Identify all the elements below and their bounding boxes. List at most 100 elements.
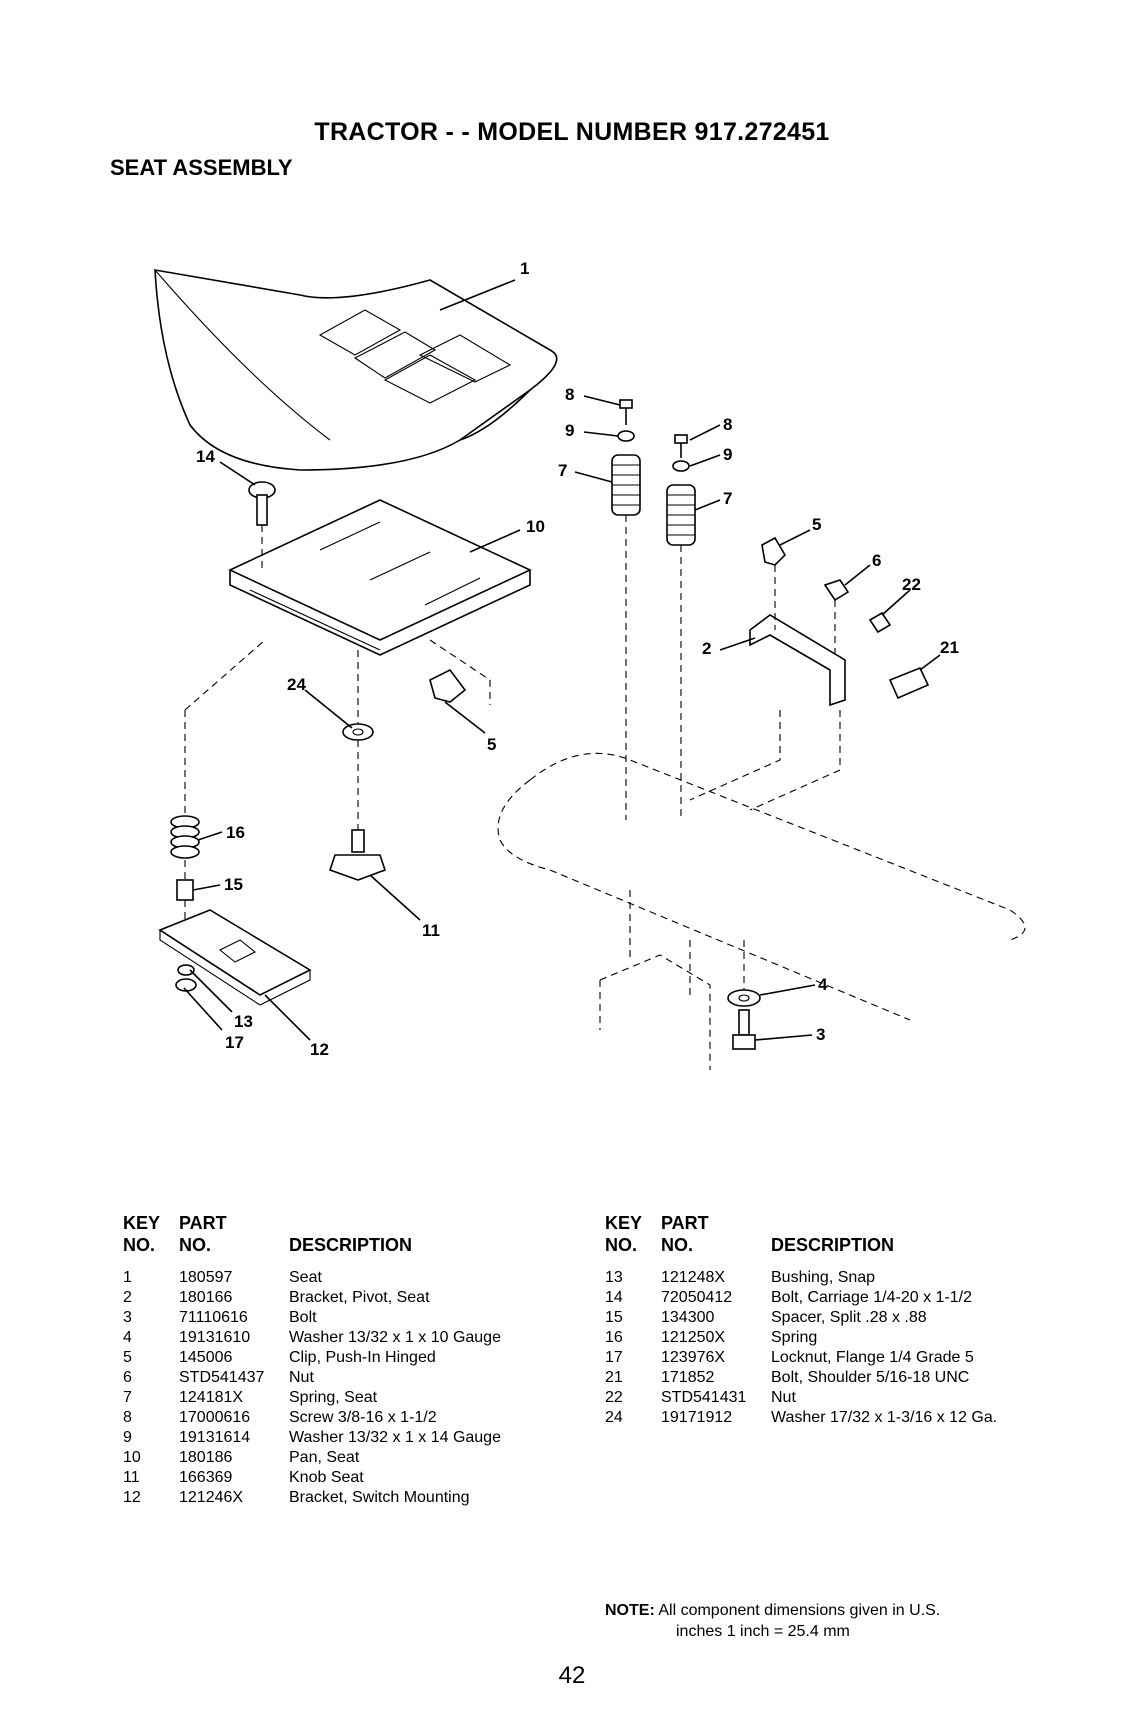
clip-left-part (429, 639, 491, 705)
part-no-cell: 166369 (179, 1469, 233, 1486)
note-label: NOTE: (605, 1602, 655, 1619)
callout-1: 1 (520, 259, 529, 278)
key-no-cell: 24 (605, 1409, 623, 1426)
part-no-cell: 121246X (179, 1489, 244, 1506)
switch-bracket-part (158, 909, 312, 1006)
part-no-cell: STD541437 (179, 1369, 265, 1386)
part-no-cell: 145006 (179, 1349, 233, 1366)
key-no-cell: 22 (605, 1389, 623, 1406)
description-cell: Clip, Push-In Hinged (289, 1349, 436, 1366)
description-cell: Locknut, Flange 1/4 Grade 5 (771, 1349, 974, 1366)
callout-9-right: 9 (723, 445, 732, 464)
key-no-cell: 11 (123, 1469, 140, 1486)
spring-16-part (170, 815, 200, 859)
callout-9-left: 9 (565, 421, 574, 440)
table-header-row: KEY PART (123, 1212, 583, 1234)
part-header: NO. (661, 1235, 694, 1255)
callout-17: 17 (225, 1033, 244, 1052)
callout-7-right: 7 (723, 489, 732, 508)
key-no-cell: 6 (123, 1369, 132, 1386)
table-header-row: NO. NO. DESCRIPTION (123, 1234, 583, 1256)
part-no-cell: 180597 (179, 1269, 233, 1286)
knob-seat-part (328, 829, 387, 881)
description-cell: Bracket, Pivot, Seat (289, 1289, 430, 1306)
dimension-note: NOTE: All component dimensions given in … (605, 1600, 940, 1642)
callout-24: 24 (287, 675, 306, 694)
description-header: DESCRIPTION (771, 1235, 895, 1255)
callout-3: 3 (816, 1025, 825, 1044)
key-no-cell: 8 (123, 1409, 132, 1426)
part-no-cell: 134300 (661, 1309, 715, 1326)
seat-assembly-diagram: 1 14 10 24 5 16 15 11 13 17 12 8 9 7 8 9… (154, 259, 1026, 1070)
description-header: DESCRIPTION (289, 1235, 413, 1255)
spacer-15-part (176, 639, 266, 930)
part-no-cell: 171852 (661, 1369, 715, 1386)
table-row: 1 180597 Seat (123, 1268, 583, 1288)
description-cell: Bolt, Carriage 1/4-20 x 1-1/2 (771, 1289, 972, 1306)
part-no-cell: STD541431 (661, 1389, 747, 1406)
callout-22: 22 (902, 575, 921, 594)
part-header: PART (179, 1213, 227, 1233)
callout-8-left: 8 (565, 385, 574, 404)
table-header-row: NO. NO. DESCRIPTION (605, 1234, 1075, 1256)
key-no-cell: 2 (123, 1289, 132, 1306)
description-cell: Washer 13/32 x 1 x 14 Gauge (289, 1429, 501, 1446)
key-no-cell: 1 (123, 1269, 132, 1286)
callout-8-right: 8 (723, 415, 732, 434)
callout-14: 14 (196, 447, 215, 466)
section-title: SEAT ASSEMBLY (110, 155, 293, 180)
key-no-cell: 21 (605, 1369, 623, 1386)
callout-5-left: 5 (487, 735, 496, 754)
part-no-cell: 19131610 (179, 1329, 251, 1346)
key-header: NO. (123, 1235, 156, 1255)
callout-13: 13 (234, 1012, 253, 1031)
table-header-row: KEY PART (605, 1212, 1075, 1234)
callout-11: 11 (422, 921, 440, 940)
callout-10: 10 (526, 517, 545, 536)
part-no-cell: 123976X (661, 1349, 726, 1366)
key-no-cell: 9 (123, 1429, 132, 1446)
seat-springs-part (611, 454, 696, 820)
table-row: 12 121246X Bracket, Switch Mounting (123, 1488, 583, 1508)
description-cell: Bolt, Shoulder 5/16-18 UNC (771, 1369, 970, 1386)
key-header: NO. (605, 1235, 638, 1255)
table-row: 9 19131614 Washer 13/32 x 1 x 14 Gauge (123, 1428, 583, 1448)
table-row: 11 166369 Knob Seat (123, 1468, 583, 1488)
part-no-cell: 180166 (179, 1289, 233, 1306)
leader-lines (183, 279, 941, 1041)
description-cell: Knob Seat (289, 1469, 364, 1486)
description-cell: Pan, Seat (289, 1449, 360, 1466)
key-header: KEY (605, 1213, 643, 1233)
key-no-cell: 10 (123, 1449, 141, 1466)
parts-table-left: KEY PART NO. NO. DESCRIPTION 1 180597 Seat… (123, 1212, 583, 1508)
callout-2: 2 (702, 639, 711, 658)
part-no-cell: 19131614 (179, 1429, 251, 1446)
callout-15: 15 (224, 875, 243, 894)
description-cell: Spring, Seat (289, 1389, 378, 1406)
description-cell: Seat (289, 1269, 322, 1286)
key-no-cell: 12 (123, 1489, 141, 1506)
description-cell: Bolt (289, 1309, 317, 1326)
description-cell: Washer 17/32 x 1-3/16 x 12 Ga. (771, 1409, 998, 1426)
description-cell: Bushing, Snap (771, 1269, 876, 1286)
pivot-bracket-part (689, 536, 930, 811)
callout-4: 4 (818, 975, 828, 994)
page-number: 42 (558, 1662, 586, 1689)
callout-5-right: 5 (812, 515, 821, 534)
part-no-cell: 124181X (179, 1389, 244, 1406)
part-header: NO. (179, 1235, 212, 1255)
description-cell: Screw 3/8-16 x 1-1/2 (289, 1409, 437, 1426)
description-cell: Spring (771, 1329, 818, 1346)
part-no-cell: 17000616 (179, 1409, 251, 1426)
description-cell: Bracket, Switch Mounting (289, 1489, 470, 1506)
key-no-cell: 14 (605, 1289, 623, 1306)
